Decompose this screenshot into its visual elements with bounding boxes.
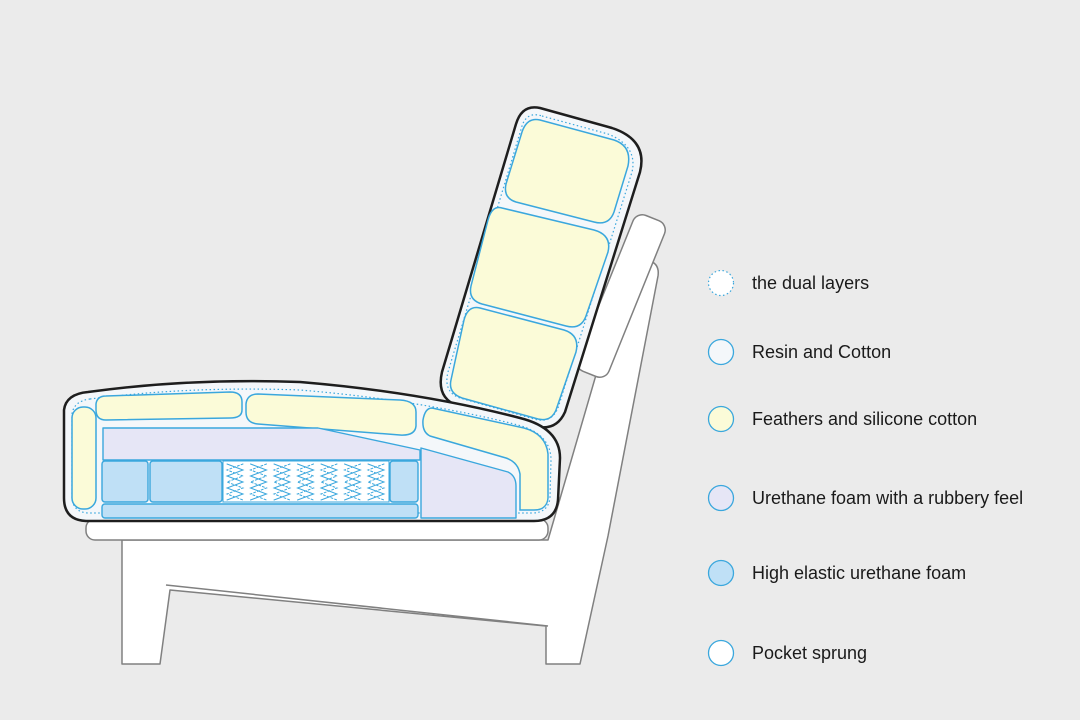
seat-feather-pads: [71, 391, 549, 511]
seat-front-roll: [71, 406, 97, 510]
spring-coil: [225, 463, 245, 501]
seat-pad-front: [95, 391, 243, 421]
spring-coil-back: [249, 463, 268, 501]
back-support-board: [576, 214, 666, 378]
legend-item-pocket-sprung: Pocket sprung: [707, 638, 867, 668]
legend-label: Urethane foam with a rubbery feel: [752, 487, 1024, 508]
legend-item-dual-layers: the dual layers: [707, 268, 869, 298]
spring-coil-back: [272, 463, 292, 501]
foam-base-slab: [101, 503, 419, 519]
seat-pad-rear: [422, 407, 549, 511]
back-pad-bottom: [449, 306, 578, 421]
back-cushion: [439, 106, 643, 429]
frame-crossbar: [165, 584, 549, 627]
spring-coil: [296, 463, 315, 501]
legend-item-feathers: Feathers and silicone cotton: [707, 404, 977, 434]
seat-cushion: [62, 379, 562, 523]
pocket-springs: [222, 460, 390, 503]
spring-coil-back: [296, 463, 315, 501]
foam-block-2: [149, 460, 223, 503]
legend-label: the dual layers: [752, 272, 870, 293]
urethane-rubbery-rear-wedge: [420, 447, 517, 519]
urethane-rubbery-swatch-icon: [707, 484, 735, 512]
sofa-frame: [85, 214, 666, 665]
spring-coil: [343, 463, 362, 501]
spring-coil-back: [319, 463, 339, 501]
spring-coil: [272, 463, 292, 501]
legend-item-resin-cotton: Resin and Cotton: [707, 337, 891, 367]
feathers-swatch-icon: [707, 405, 735, 433]
high-elastic-swatch-icon: [707, 559, 735, 587]
back-pad-top: [504, 118, 630, 224]
resin-cotton-swatch-icon: [707, 338, 735, 366]
high-elastic-foam-blocks: [101, 460, 419, 519]
spring-coil-back: [343, 463, 362, 501]
back-feather-pads: [449, 118, 630, 421]
seat-pad-middle: [245, 393, 417, 436]
foam-block-rear: [389, 460, 419, 503]
urethane-rubbery-top-layer: [102, 427, 421, 461]
pocket-sprung-swatch-icon: [707, 639, 735, 667]
pocket-spring-area: [222, 460, 390, 503]
legend-label: Feathers and silicone cotton: [752, 408, 978, 429]
spring-coil-back: [366, 463, 386, 501]
spring-coil: [366, 463, 386, 501]
spring-coil: [249, 463, 268, 501]
legend-label: High elastic urethane foam: [752, 562, 967, 583]
back-pad-middle: [469, 206, 610, 328]
spring-coil: [319, 463, 339, 501]
legend-label: Pocket sprung: [752, 642, 868, 663]
legend: the dual layers Resin and Cotton Feather…: [707, 0, 1080, 720]
legend-label: Resin and Cotton: [752, 341, 892, 362]
spring-coils: [225, 463, 386, 501]
legend-item-urethane-rubbery: Urethane foam with a rubbery feel: [707, 483, 1023, 513]
foam-block-1: [101, 460, 149, 503]
legend-item-high-elastic: High elastic urethane foam: [707, 558, 966, 588]
spring-coil-back: [225, 463, 245, 501]
dotted-circle-swatch-icon: [707, 269, 735, 297]
